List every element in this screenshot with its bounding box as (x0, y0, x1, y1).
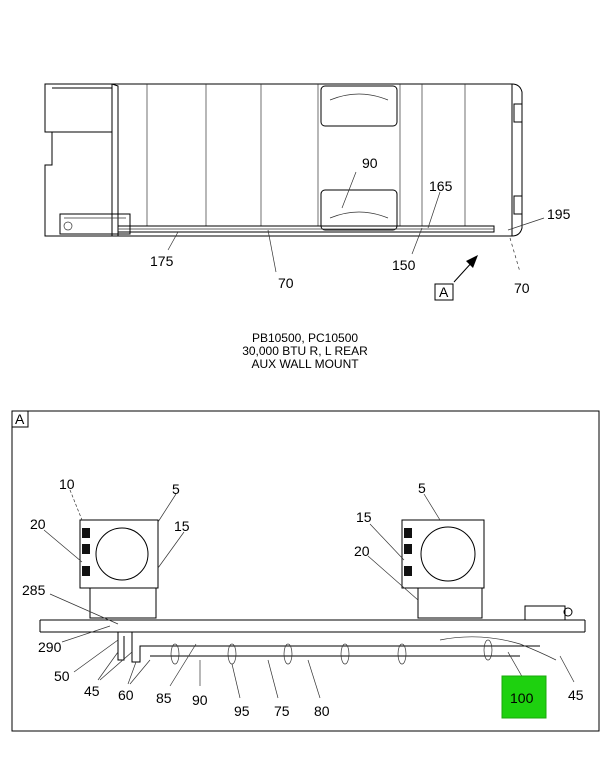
callout-95: 95 (234, 703, 250, 719)
right-fitting (524, 605, 566, 621)
caption-line-2: 30,000 BTU R, L REAR (242, 344, 368, 358)
roof-vent-front (320, 85, 398, 127)
callout-90-detail: 90 (192, 692, 208, 708)
detail-drawing (39, 489, 586, 699)
callout-50: 50 (54, 668, 70, 684)
callout-175: 175 (150, 253, 174, 269)
detail-label-box (11, 410, 29, 428)
pipe-upper (131, 632, 540, 663)
highlighted-part-label[interactable]: 100 (510, 690, 534, 706)
callout-15-right: 15 (356, 509, 372, 525)
left-fitting (117, 632, 125, 661)
body-outline (111, 83, 513, 237)
callout-20-left: 20 (30, 516, 46, 532)
detail-label: A (15, 411, 25, 427)
callout-15-left: 15 (174, 518, 190, 534)
top-view-drawing (44, 83, 545, 301)
callout-85: 85 (156, 690, 172, 706)
callout-70-right: 70 (514, 280, 530, 296)
ac-unit-left (79, 519, 159, 589)
cab-outline (44, 83, 119, 237)
callout-45-left: 45 (84, 683, 100, 699)
caption-line-1: PB10500, PC10500 (251, 331, 359, 345)
callout-70-left: 70 (278, 275, 294, 291)
rear-wall (511, 83, 523, 237)
hose-right (439, 636, 557, 661)
callout-5-left: 5 (172, 481, 180, 497)
cab-window (52, 87, 113, 133)
callout-285: 285 (22, 582, 46, 598)
callout-150: 150 (392, 257, 416, 273)
view-arrow-head (466, 255, 478, 268)
view-marker-box (434, 283, 454, 301)
ac-unit-right (401, 519, 485, 589)
ac-base-left (89, 587, 157, 619)
callout-45-right: 45 (568, 687, 584, 703)
ac-base-right (417, 587, 483, 619)
caption-line-3: AUX WALL MOUNT (251, 357, 359, 371)
callout-60: 60 (118, 687, 134, 703)
callout-290: 290 (38, 639, 62, 655)
callout-80: 80 (314, 703, 330, 719)
callout-5-right: 5 (418, 480, 426, 496)
front-equipment (59, 213, 131, 235)
callout-20-right: 20 (354, 543, 370, 559)
callout-195: 195 (547, 206, 571, 222)
highlighted-part-box[interactable] (501, 675, 547, 719)
roof-vent-rear (320, 189, 398, 231)
rear-light-bottom (513, 195, 523, 215)
callout-10: 10 (59, 476, 75, 492)
detail-frame (11, 410, 600, 732)
callout-90-top: 90 (362, 155, 378, 171)
callout-165: 165 (429, 178, 453, 194)
callout-75: 75 (274, 703, 290, 719)
view-marker-label: A (439, 284, 449, 300)
rear-light-top (513, 103, 523, 123)
